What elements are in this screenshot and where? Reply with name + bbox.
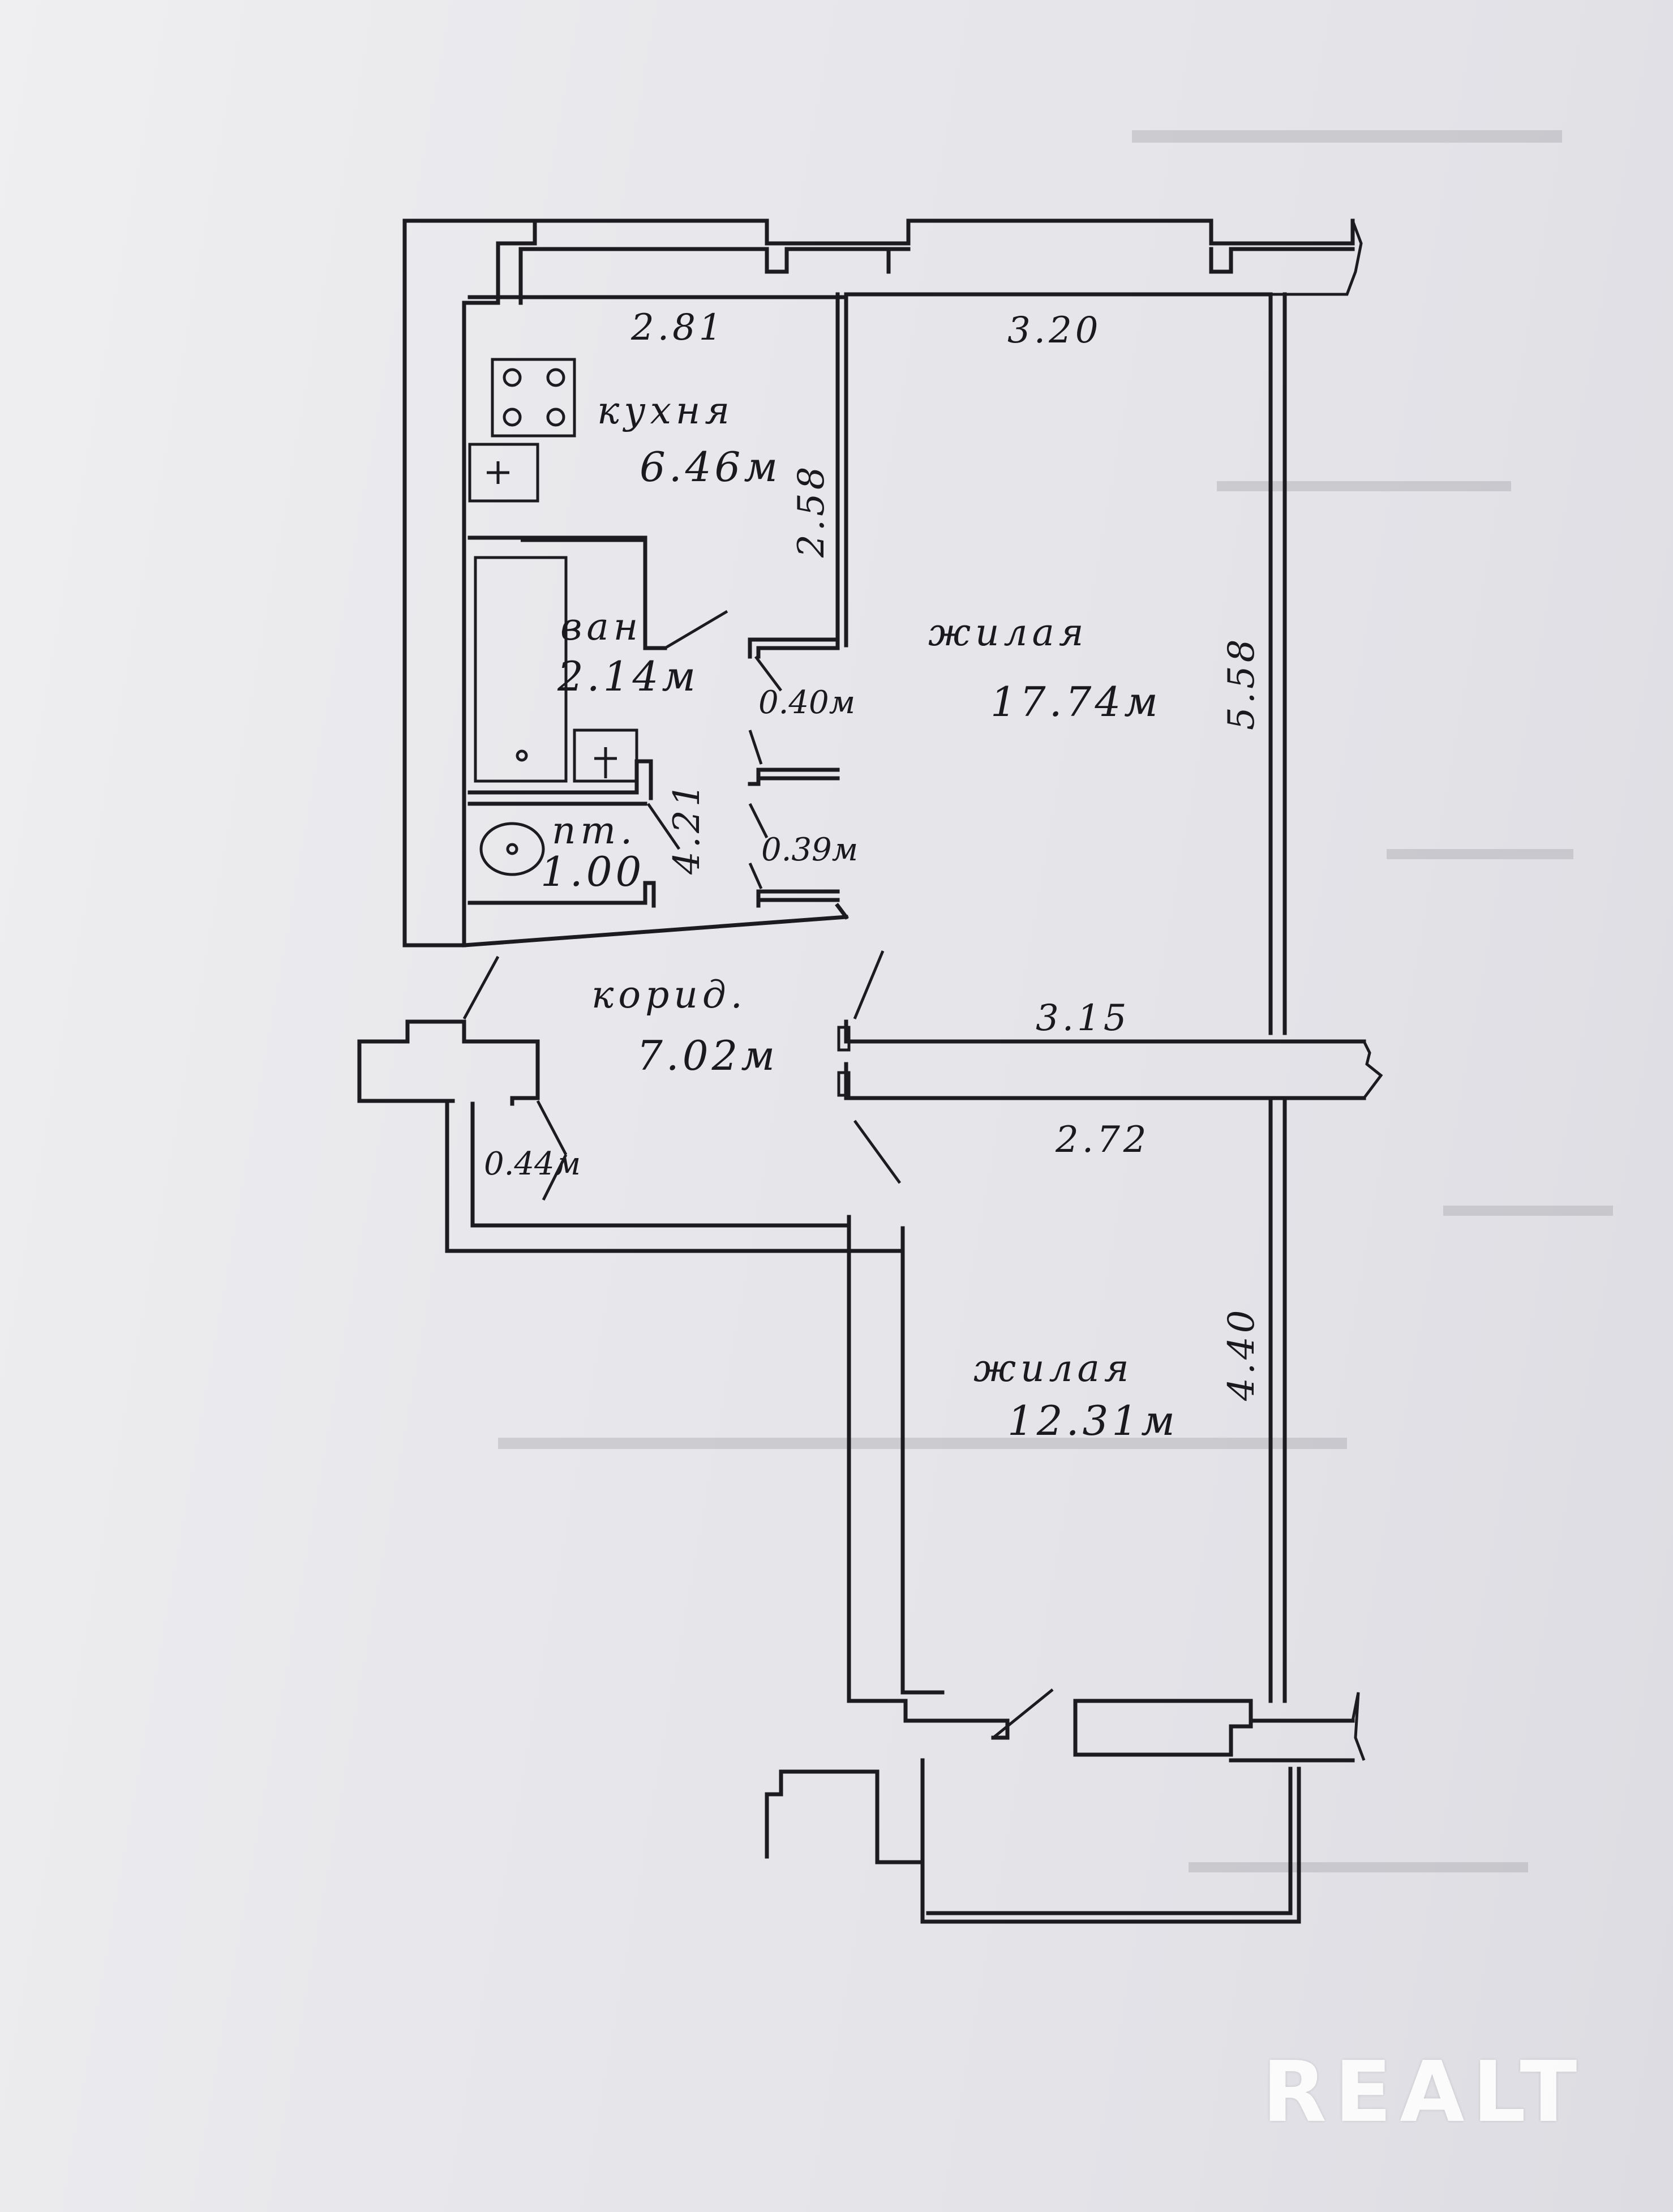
living-1-side-dim: 5.58 [1221,636,1263,731]
balcony [765,1758,1301,1924]
storage-3-area: 0.44м [484,1146,581,1182]
reverse-side-bleed [498,130,1613,1872]
sink-icon [468,443,539,503]
toilet-name: пт. [552,809,637,852]
living-2-top-dim: 2.72 [1055,1119,1150,1161]
bathroom: ван 2.14м [467,535,728,800]
living-2-side-dim: 4.40 [1221,1307,1263,1402]
kitchen-width-dim: 2.81 [630,307,726,349]
living-1-area: 17.74м [990,678,1161,726]
living-2-area: 12.31м [1007,1397,1178,1444]
living-room-2: жилая 12.31м 2.72 4.40 [847,1096,1366,1763]
washbasin-icon [573,728,638,783]
living-1-bottom-dim: 3.15 [1036,997,1130,1039]
toilet-area: 1.00 [540,848,645,895]
stove-icon [491,358,576,438]
toilet-icon [479,822,545,876]
living-2-name: жилая [973,1347,1134,1390]
storage-2-area: 0.39м [761,831,858,868]
storage-closets: 0.40м 0.39м [748,637,858,908]
corridor-area: 7.02м [637,1032,778,1079]
kitchen-area: 6.46м [640,443,781,491]
kitchen: кухня 6.46м 2.81 2.58 [468,292,848,648]
toilet: пт. 1.00 [467,801,681,908]
bath-area: 2.14м [557,653,699,700]
living-room-1: жилая 17.74м 3.20 5.58 3.15 [837,292,1383,1100]
living-1-name: жилая [928,611,1088,654]
storage-1-area: 0.40м [758,684,855,721]
living-1-top-dim: 3.20 [1007,310,1102,351]
top-wall [402,218,1363,948]
kitchen-name: кухня [597,389,734,432]
watermark-logo: REALT [1262,2043,1585,2141]
corridor-length-dim: 4.21 [666,781,708,876]
bath-name: ван [560,605,642,649]
bathtub-icon [474,556,568,783]
kitchen-depth-dim: 2.58 [791,464,833,559]
corridor-name: корид. [591,973,747,1017]
